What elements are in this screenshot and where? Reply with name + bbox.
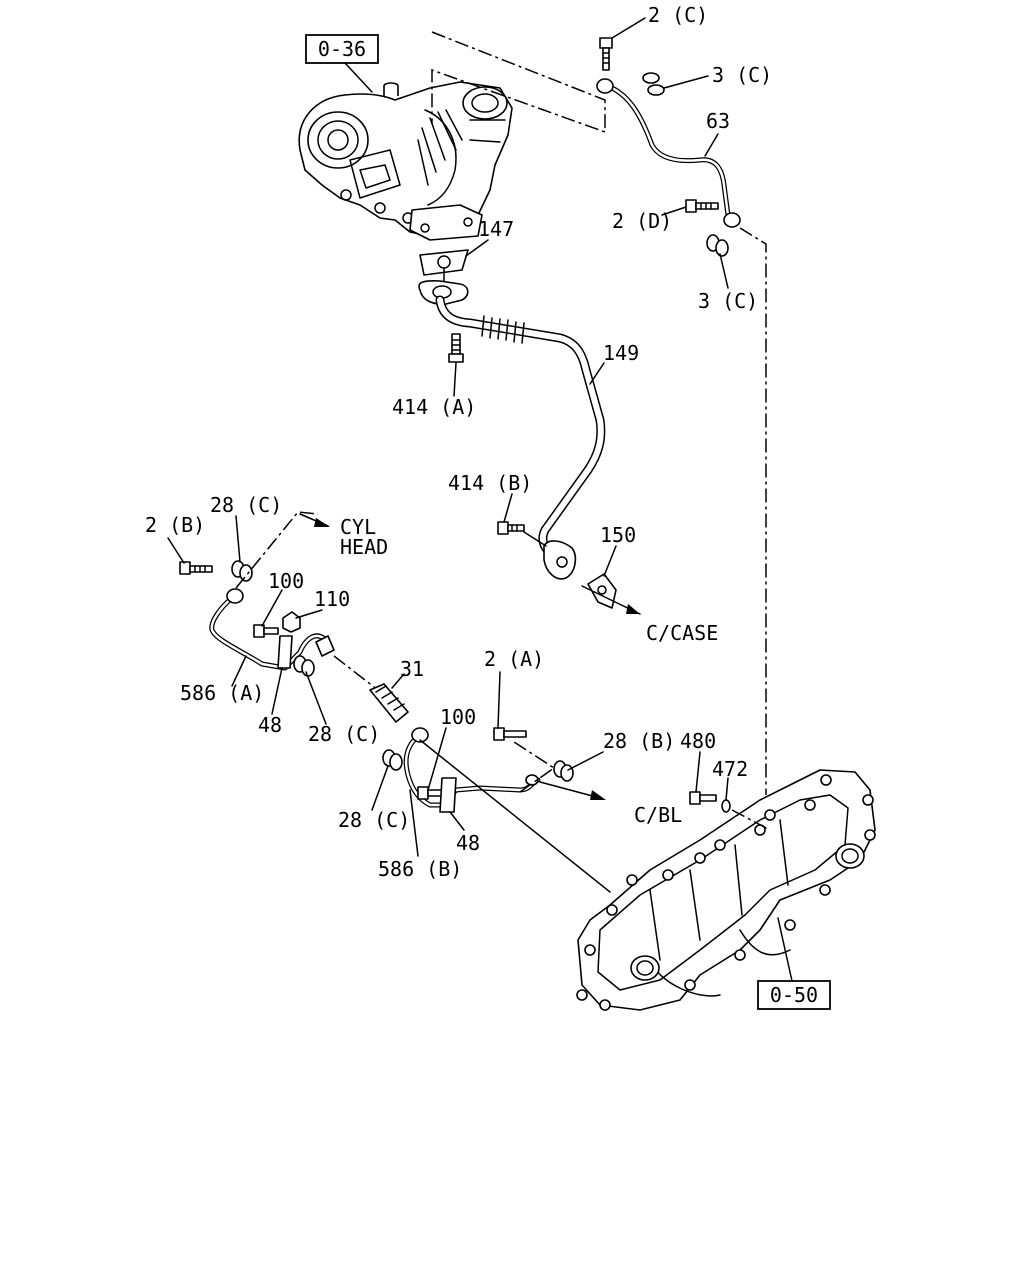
label-414a: 414 (A) bbox=[392, 395, 476, 419]
label-28c-top: 28 (C) bbox=[210, 493, 282, 517]
label-150: 150 bbox=[600, 523, 636, 547]
bolt-100-upper bbox=[253, 624, 279, 638]
bolt-414b bbox=[497, 521, 525, 535]
label-28c-mid: 28 (C) bbox=[308, 722, 380, 746]
dest-cbl: C/BL bbox=[634, 803, 682, 827]
washer-3c-low bbox=[706, 234, 729, 257]
label-110: 110 bbox=[314, 587, 350, 611]
eye-bolt-2a bbox=[493, 727, 527, 741]
pipe-586a bbox=[209, 588, 335, 671]
label-414b: 414 (B) bbox=[448, 471, 532, 495]
drain-flange bbox=[418, 279, 469, 305]
oil-drain-pipe-149 bbox=[435, 295, 606, 580]
washer-28c-mid bbox=[293, 655, 315, 677]
label-480: 480 bbox=[680, 729, 716, 753]
exhaust-manifold bbox=[576, 769, 876, 1011]
label-3c-top: 3 (C) bbox=[712, 63, 772, 87]
label-586a: 586 (A) bbox=[180, 681, 264, 705]
turbocharger bbox=[298, 81, 513, 241]
label-2a: 2 (A) bbox=[484, 647, 544, 671]
manifold-studs bbox=[576, 774, 876, 1011]
pipe-586b bbox=[403, 727, 541, 808]
ref-label-manifold: 0-50 bbox=[770, 983, 818, 1007]
connector-31 bbox=[333, 655, 409, 723]
bracket-48-lower bbox=[439, 777, 457, 813]
label-48-upper: 48 bbox=[258, 713, 282, 737]
bolt-100-lower bbox=[417, 786, 443, 800]
washer-472 bbox=[721, 799, 731, 813]
ref-box-manifold bbox=[757, 980, 831, 1010]
bolt-480 bbox=[689, 791, 717, 805]
bolt-414a bbox=[448, 333, 464, 363]
dest-ccase: C/CASE bbox=[646, 621, 718, 645]
dest-cyl-head-line1: CYL bbox=[340, 515, 376, 539]
label-2c: 2 (C) bbox=[648, 3, 708, 27]
eye-bolt-2c bbox=[599, 37, 613, 71]
label-2b: 2 (B) bbox=[145, 513, 205, 537]
nut-110 bbox=[282, 611, 301, 633]
label-472: 472 bbox=[712, 757, 748, 781]
label-586b: 586 (B) bbox=[378, 857, 462, 881]
ref-label-turbo: 0-36 bbox=[318, 37, 366, 61]
label-3c-low: 3 (C) bbox=[698, 289, 758, 313]
label-48-lower: 48 bbox=[456, 831, 480, 855]
label-149: 149 bbox=[603, 341, 639, 365]
bracket-48-upper bbox=[277, 635, 293, 669]
washer-28b bbox=[553, 760, 574, 782]
oil-feed-pipe-63 bbox=[596, 78, 741, 228]
label-100-lower: 100 bbox=[440, 705, 476, 729]
washer-28c-low bbox=[382, 749, 403, 771]
label-147: 147 bbox=[478, 217, 514, 241]
label-63: 63 bbox=[706, 109, 730, 133]
label-28b: 28 (B) bbox=[603, 729, 675, 753]
eye-bolt-2d bbox=[685, 199, 719, 213]
label-31: 31 bbox=[400, 657, 424, 681]
label-100-upper: 100 bbox=[268, 569, 304, 593]
label-2d: 2 (D) bbox=[612, 209, 672, 233]
washer-3c-top bbox=[642, 72, 665, 96]
dest-cyl-head-line2: HEAD bbox=[340, 535, 388, 559]
eye-bolt-2b bbox=[179, 561, 213, 575]
washer-28c-top bbox=[231, 560, 253, 582]
label-28c-low: 28 (C) bbox=[338, 808, 410, 832]
ref-box-turbo bbox=[305, 34, 379, 64]
